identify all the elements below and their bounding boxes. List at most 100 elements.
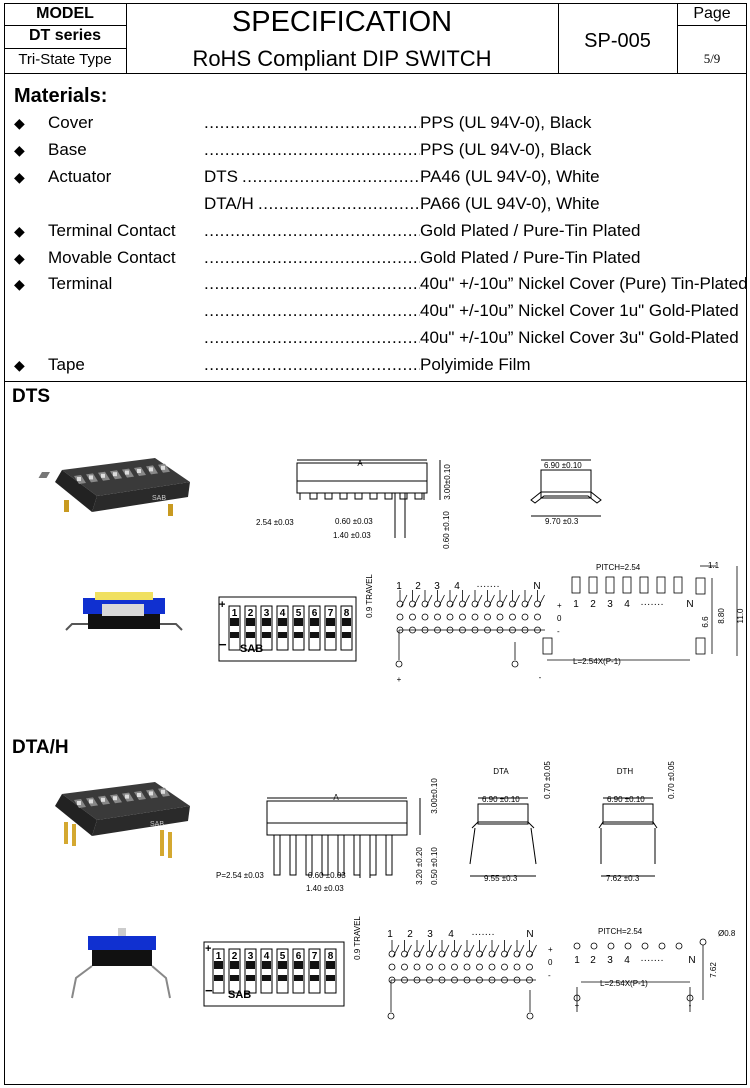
svg-text:·······: ······· (476, 581, 499, 592)
svg-text:6.90 ±0.10: 6.90 ±0.10 (482, 795, 520, 804)
svg-text:1.1: 1.1 (708, 561, 720, 570)
svg-text:4: 4 (624, 599, 630, 610)
svg-text:1: 1 (387, 929, 393, 940)
svg-text:2: 2 (407, 929, 413, 940)
svg-text:1: 1 (232, 608, 238, 619)
svg-text:−: − (205, 983, 213, 998)
svg-text:2: 2 (590, 599, 596, 610)
materials-row: ◆ Cover..................................… (0, 110, 750, 136)
svg-text:3.00±0.10: 3.00±0.10 (430, 778, 439, 814)
svg-text:3: 3 (248, 951, 254, 962)
material-part-name: Movable Contact (48, 247, 176, 267)
dts-front-view (296, 459, 441, 538)
svg-text:0: 0 (548, 958, 553, 967)
svg-text:3.20 ±0.20: 3.20 ±0.20 (415, 847, 424, 885)
svg-text:-: - (557, 627, 560, 636)
svg-text:7.62: 7.62 (709, 962, 718, 978)
dot-leader: ........................................… (204, 328, 420, 348)
material-value: PA46 (UL 94V-0), White (420, 166, 600, 186)
svg-text:4: 4 (264, 951, 270, 962)
svg-text:DTA: DTA (493, 767, 509, 776)
svg-text:5: 5 (296, 608, 302, 619)
material-value: PPS (UL 94V-0), Black (420, 139, 592, 159)
svg-text:1: 1 (574, 955, 580, 966)
dta-drawings: SAB A 3.00±0.10 P=2.54 ±0.03 0.60 ±0.03 … (55, 761, 736, 1020)
material-value: Polyimide Film (420, 355, 531, 375)
section-divider (4, 381, 747, 382)
material-part-name: Terminal (48, 274, 113, 294)
page-label: Page (693, 5, 731, 22)
materials-row: ◆Tape...................................… (0, 352, 750, 378)
material-prefix: DTS (204, 166, 238, 186)
svg-text:DTH: DTH (617, 767, 634, 776)
svg-text:3.00±0.10: 3.00±0.10 (443, 464, 452, 500)
material-value: Gold Plated / Pure-Tin Plated (420, 220, 641, 240)
materials-row: ........................................… (0, 298, 750, 324)
dts-drawings: SAB A 3.00±0.10 2.54 ±0.03 0.60 ±0.03 1.… (38, 458, 745, 684)
material-part-name: Actuator (48, 166, 112, 186)
svg-text:2: 2 (248, 608, 254, 619)
svg-text:0.60 ±0.03: 0.60 ±0.03 (335, 517, 373, 526)
material-part-name: Cover (48, 113, 94, 132)
dot-leader: ........................................… (204, 274, 420, 294)
svg-text:6.90 ±0.10: 6.90 ±0.10 (607, 795, 645, 804)
model-label: MODEL (36, 5, 94, 22)
svg-text:Ø0.8: Ø0.8 (718, 929, 736, 938)
svg-text:0.70 ±0.05: 0.70 ±0.05 (543, 761, 552, 799)
dot-leader: ........................................… (204, 113, 420, 132)
svg-text:PITCH=2.54: PITCH=2.54 (598, 927, 643, 936)
svg-text:1.40 ±0.03: 1.40 ±0.03 (306, 884, 344, 893)
material-part-name: Terminal Contact (48, 220, 176, 240)
svg-text:A: A (357, 459, 363, 468)
svg-text:−: − (219, 637, 227, 652)
svg-text:0: 0 (557, 614, 562, 623)
svg-text:-: - (689, 1001, 692, 1010)
materials-title: Materials: (14, 85, 108, 107)
svg-text:2: 2 (415, 581, 421, 592)
svg-text:5: 5 (280, 951, 286, 962)
svg-text:+: + (575, 1001, 580, 1010)
dot-leader: ........................................… (204, 355, 420, 375)
svg-text:SAB: SAB (228, 989, 251, 1001)
material-part-name: Tape (48, 355, 85, 375)
materials-row: ◆Base...................................… (0, 137, 750, 163)
svg-text:A: A (333, 793, 339, 802)
svg-text:+: + (205, 943, 211, 955)
svg-text:N: N (526, 929, 533, 940)
dts-side-view (530, 459, 602, 517)
material-value: PA66 (UL 94V-0), White (420, 193, 600, 213)
svg-text:9.55 ±0.3: 9.55 ±0.3 (484, 874, 518, 883)
svg-text:0.50 ±0.10: 0.50 ±0.10 (430, 847, 439, 885)
diamond-bullet-icon: ◆ (14, 115, 25, 131)
materials-row: ........................................… (0, 325, 750, 351)
diamond-bullet-icon: ◆ (14, 249, 25, 266)
svg-text:L=2.54X(P-1): L=2.54X(P-1) (573, 657, 621, 666)
dot-leader: ........................................… (258, 193, 420, 213)
svg-text:·······: ······· (640, 599, 663, 610)
svg-text:SAB: SAB (152, 495, 166, 502)
svg-text:·······: ······· (640, 955, 663, 966)
material-part-name: Base (48, 139, 87, 159)
doc-number: SP-005 (584, 30, 651, 52)
diamond-bullet-icon: ◆ (14, 276, 25, 293)
svg-text:1: 1 (396, 581, 402, 592)
svg-text:3: 3 (607, 955, 613, 966)
dts-pcb-layout (542, 565, 738, 661)
svg-text:0.70 ±0.05: 0.70 ±0.05 (667, 761, 676, 799)
materials-row: ◆ Terminal...............................… (0, 271, 750, 297)
dot-leader: ........................................… (204, 247, 420, 267)
svg-text:0.9 TRAVEL: 0.9 TRAVEL (353, 916, 362, 960)
svg-text:+: + (397, 675, 402, 684)
svg-text:11.0: 11.0 (736, 608, 745, 624)
svg-text:4: 4 (280, 608, 286, 619)
material-value: PPS (UL 94V-0), Black (420, 113, 592, 132)
svg-text:3: 3 (427, 929, 433, 940)
dta-section-view (71, 928, 171, 999)
svg-text:·······: ······· (471, 929, 494, 940)
svg-text:3: 3 (264, 608, 270, 619)
svg-text:+: + (548, 945, 553, 954)
material-value: 40u" +/-10u” Nickel Cover 1u" Gold-Plate… (420, 301, 739, 321)
dot-leader: ........................................… (204, 220, 420, 240)
